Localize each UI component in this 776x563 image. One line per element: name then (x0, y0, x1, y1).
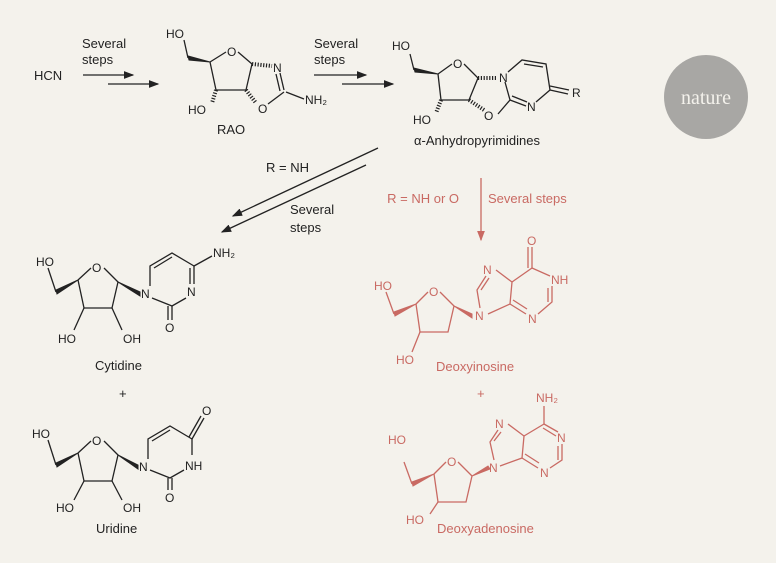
atom-label: OH (123, 501, 141, 515)
step-rao-to-anhydro: Several steps (314, 36, 395, 88)
atom-label: O (429, 285, 438, 299)
atom-label: N (483, 263, 492, 277)
atom-label: HO (166, 27, 184, 41)
arrow (231, 147, 379, 217)
deoxyinosine-structure: HO O N N O NH N HO Deoxyinosine + (374, 234, 568, 401)
atom-label: R (572, 86, 581, 100)
atom-label: O (92, 261, 101, 275)
atom-label: HO (58, 332, 76, 346)
plus-sign: + (119, 386, 127, 401)
atom-label: N (139, 460, 148, 474)
atom-label: NH₂ (213, 246, 235, 260)
atom-label: OH (123, 332, 141, 346)
nature-logo: nature (664, 55, 748, 139)
atom-label: N (540, 466, 549, 480)
atom-label: N (527, 100, 536, 114)
atom-label: O (527, 234, 536, 248)
cytidine-structure: HO O N N NH₂ O HO OH Cytidine + (36, 246, 235, 401)
deoxyadenosine-label: Deoxyadenosine (437, 521, 534, 536)
step-to-ribonucleosides: R = NH Several steps (220, 147, 379, 235)
condition-label: R = NH (266, 160, 309, 175)
atom-label: N (141, 287, 150, 301)
atom-label: HO (56, 501, 74, 515)
atom-label: O (165, 321, 174, 335)
step-hcn-to-rao: HCN Several steps (34, 36, 160, 88)
atom-label: NH (551, 273, 568, 287)
atom-label: HO (374, 279, 392, 293)
step-label: steps (290, 220, 322, 235)
atom-label: N (557, 431, 566, 445)
atom-label: N (475, 309, 484, 323)
atom-label: NH₂ (536, 391, 558, 405)
deoxyadenosine-structure: HO O N N NH₂ N N HO Deoxyadenosine (388, 391, 566, 536)
step-label: steps (314, 52, 346, 67)
atom-label: N (499, 71, 508, 85)
uridine-label: Uridine (96, 521, 137, 536)
anhydropyrimidine-structure: HO O N HO O N R α-Anhydropyrimidines (392, 39, 581, 148)
atom-label: O (447, 455, 456, 469)
atom-label: N (489, 461, 498, 475)
atom-label: O (202, 404, 211, 418)
step-label: steps (82, 52, 114, 67)
arrow (220, 164, 367, 233)
anhydro-label: α-Anhydropyrimidines (414, 133, 541, 148)
step-label: Several (290, 202, 334, 217)
atom-label: HO (413, 113, 431, 127)
step-label: Several steps (488, 191, 567, 206)
atom-label: O (92, 434, 101, 448)
condition-label: R = NH or O (387, 191, 459, 206)
plus-sign: + (477, 386, 485, 401)
atom-label: HO (36, 255, 54, 269)
atom-label: N (528, 312, 537, 326)
atom-label: O (453, 57, 462, 71)
logo-text: nature (681, 87, 731, 109)
atom-label: NH₂ (305, 93, 327, 107)
atom-label: HO (406, 513, 424, 527)
deoxyinosine-label: Deoxyinosine (436, 359, 514, 374)
atom-label: HO (396, 353, 414, 367)
atom-label: HO (388, 433, 406, 447)
step-to-deoxynucleosides: R = NH or O Several steps (387, 178, 567, 242)
atom-label: O (227, 45, 236, 59)
step-label: Several (314, 36, 358, 51)
hcn-label: HCN (34, 68, 62, 83)
atom-label: HO (188, 103, 206, 117)
atom-label: O (484, 109, 493, 123)
atom-label: O (165, 491, 174, 505)
cytidine-label: Cytidine (95, 358, 142, 373)
uridine-structure: HO O N NH O O HO OH Uridine (32, 404, 211, 536)
atom-labels: HO O N N O NH N HO (374, 234, 568, 367)
atom-label: N (495, 417, 504, 431)
atom-label: N (187, 285, 196, 299)
rao-label: RAO (217, 122, 245, 137)
atom-label: NH (185, 459, 202, 473)
atom-label: HO (392, 39, 410, 53)
atom-label: O (258, 102, 267, 116)
atom-label: N (273, 61, 282, 75)
step-label: Several (82, 36, 126, 51)
rao-structure: HO O N HO O NH₂ RAO (166, 27, 327, 137)
atom-label: HO (32, 427, 50, 441)
